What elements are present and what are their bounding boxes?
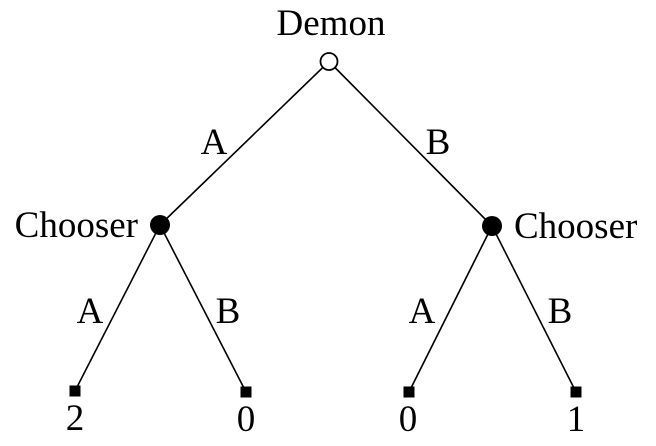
payoff-label-3: 0	[399, 399, 418, 440]
root-node-open-circle	[319, 52, 339, 71]
edge-left-chooser-to-leaf-2	[159, 224, 247, 393]
edge-label-left-B: B	[216, 291, 241, 332]
right-chooser-node-filled-circle	[482, 216, 502, 236]
payoff-label-1: 2	[66, 398, 85, 439]
root-player-label: Demon	[277, 3, 386, 44]
left-chooser-node-filled-circle	[150, 215, 170, 235]
edge-right-chooser-to-leaf-3	[408, 225, 493, 393]
right-chooser-label: Chooser	[514, 206, 637, 247]
edge-root-to-left-chooser	[159, 60, 330, 226]
payoff-label-4: 1	[567, 399, 586, 440]
payoff-label-2: 0	[237, 399, 256, 440]
edge-left-chooser-to-leaf-1	[74, 224, 161, 392]
edge-label-root-B: B	[426, 122, 451, 163]
edge-label-right-B: B	[548, 291, 573, 332]
edge-right-chooser-to-leaf-4	[491, 225, 577, 393]
leaf-node-4-square	[570, 386, 582, 398]
leaf-node-3-square	[403, 386, 415, 398]
edge-label-right-A: A	[409, 291, 436, 332]
leaf-node-1-square	[69, 385, 81, 397]
leaf-node-2-square	[240, 386, 252, 398]
left-chooser-label: Chooser	[15, 205, 138, 246]
edge-root-to-right-chooser	[328, 60, 493, 227]
edge-label-root-A: A	[201, 122, 228, 163]
edge-label-left-A: A	[77, 291, 104, 332]
